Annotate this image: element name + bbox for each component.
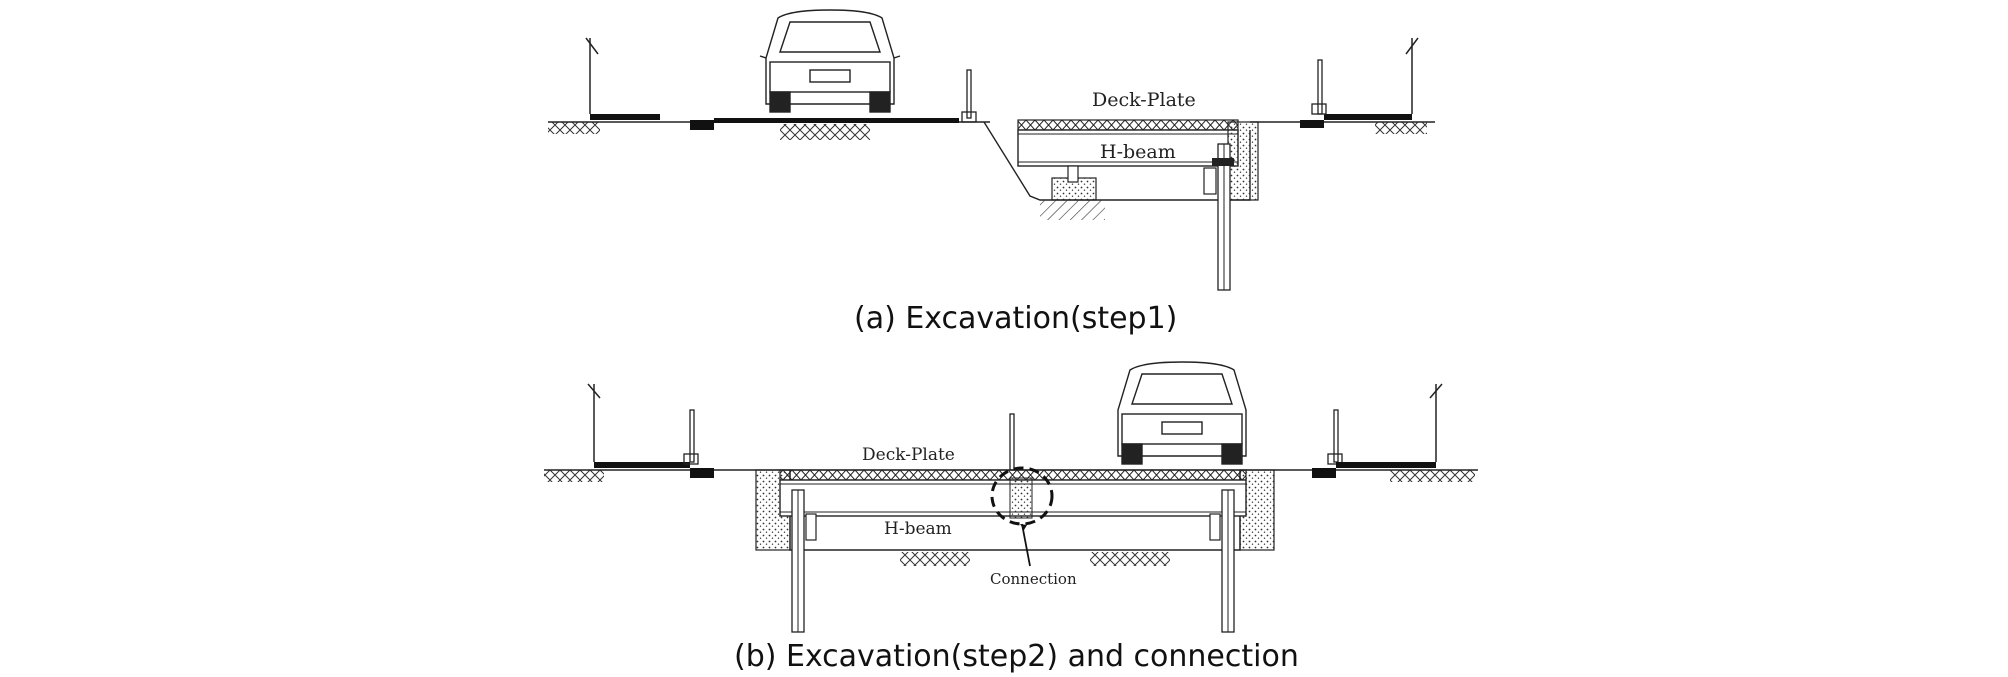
connection-label: Connection [990, 570, 1077, 588]
deck-plate-label-a: Deck-Plate [1092, 89, 1196, 111]
connection-detail [1009, 477, 1033, 519]
curb-right-a [1300, 120, 1324, 128]
footing-hatch-a [1040, 200, 1105, 220]
panel-b: Deck-Plate H-beam Connection (b) Excavat… [544, 361, 1478, 674]
h-beam-label-b: H-beam [884, 519, 952, 539]
deck-plate-a [1017, 119, 1239, 131]
road-surface-left-a [590, 114, 660, 120]
road-surface-right-b [1336, 462, 1436, 468]
soil-hatch-pit-left-b [900, 552, 970, 566]
car-b [1117, 361, 1247, 465]
curb-left-b [690, 468, 714, 478]
road-surface-a [714, 118, 959, 123]
car-a [759, 9, 901, 113]
soil-hatch-road-a [780, 124, 870, 140]
guard-post-a [966, 69, 972, 119]
soil-hatch-right-b [1390, 470, 1475, 482]
caption-a: (a) Excavation(step1) [854, 301, 1177, 336]
road-surface-left-b [594, 462, 690, 468]
caption-b: (b) Excavation(step2) and connection [734, 639, 1299, 674]
curb-left-a [690, 120, 714, 130]
guard-post-right-a [1317, 59, 1323, 115]
soil-hatch-pit-right-b [1090, 552, 1170, 566]
h-beam-label-a: H-beam [1100, 141, 1176, 163]
connection-leader [1021, 523, 1031, 567]
curb-right-b [1312, 468, 1336, 478]
soil-hatch-left-a [548, 122, 600, 134]
h-beam-a [1017, 129, 1239, 167]
center-post-b [1009, 413, 1015, 471]
road-surface-right-a [1324, 114, 1412, 120]
deck-plate-label-b: Deck-Plate [862, 445, 955, 465]
guard-post-left-b [689, 409, 695, 463]
soil-hatch-right-a [1375, 122, 1427, 134]
soil-hatch-left-b [544, 470, 604, 482]
panel-a: Deck-Plate H-beam (a) Excavation(step1) [548, 9, 1435, 336]
connection-circle [990, 466, 1054, 526]
